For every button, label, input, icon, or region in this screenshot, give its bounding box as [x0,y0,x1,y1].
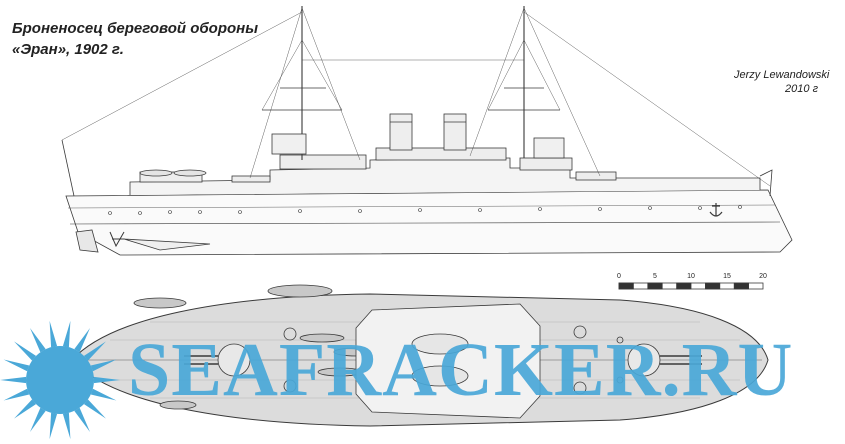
funnel-aft [443,113,467,151]
propeller-icon [109,231,125,248]
scale-tick-label: 20 [759,273,767,280]
plan-funnel-aft [411,365,469,387]
sun-ray [90,359,117,372]
sun-ray [74,328,90,353]
side-profile [61,6,793,256]
sun-ray [49,320,58,348]
sun-ray [84,399,106,419]
sun-ray [90,388,117,401]
sun-logo-icon [0,320,120,440]
drawing-title: Броненосец береговой обороны «Эран», 190… [12,18,258,60]
watermark-text: SEAFRACKER.RU [128,328,794,412]
funnel-fore [389,113,413,151]
plan-view [71,284,769,427]
sun-ray [74,407,90,432]
sun-ray [49,412,58,440]
scale-tick-label: 5 [653,273,657,280]
title-line-1: Броненосец береговой обороны [12,20,259,37]
sun-ray [14,341,36,361]
author-credit: Jerzy Lewandowski 2010 г [734,68,830,96]
sun-ray [3,359,30,372]
scale-tick-label: 10 [687,273,695,280]
scale-tick-label: 15 [723,273,731,280]
plan-funnel-fore [411,333,469,355]
sun-ray [30,407,46,432]
sun-ray [0,376,27,384]
anchor-icon [709,203,723,217]
superstructure [129,157,761,195]
rudder [75,229,99,253]
sun-ray [84,341,106,361]
author-name: Jerzy Lewandowski [734,69,830,81]
portholes [108,205,742,215]
sun-ray [30,328,46,353]
sun-ray [62,320,71,348]
turret-fore [627,343,661,377]
turret-aft [217,343,251,377]
sun-ray [93,376,120,384]
title-line-2: «Эран», 1902 г. [12,41,124,58]
waterline [69,221,781,225]
sun-ray [62,412,71,440]
sun-ray [3,388,30,401]
scale-tick-label: 0 [617,273,621,280]
propeller-shaft [123,238,211,251]
scale-labels: 0 5 10 15 20 [617,273,767,280]
author-year: 2010 г [785,83,818,95]
sun-ray [14,399,36,419]
plan-superstructure [355,303,541,419]
scale-bar [618,282,764,290]
